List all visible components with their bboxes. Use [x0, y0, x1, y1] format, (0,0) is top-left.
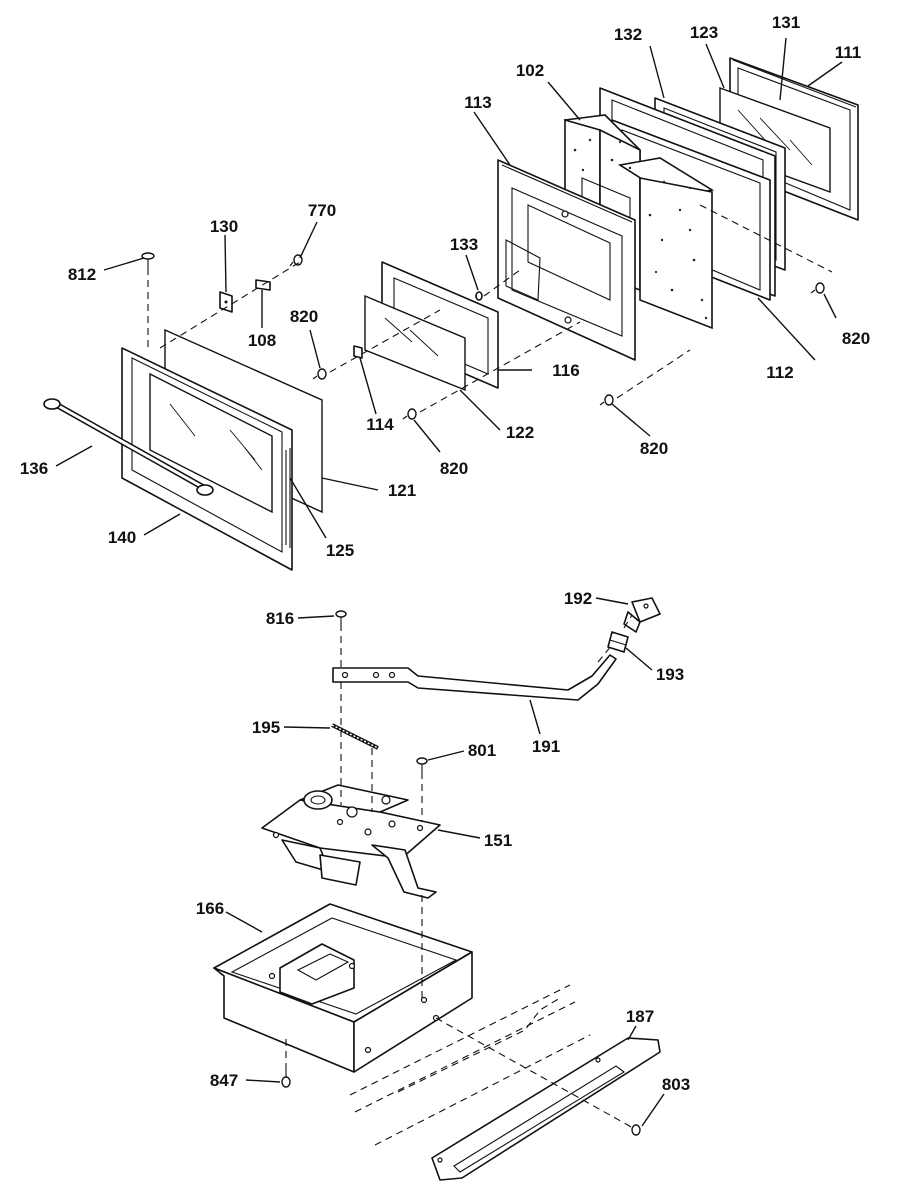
callout-195: 195: [252, 718, 280, 737]
part-195-spring-pin: [331, 723, 379, 750]
screw-812: [141, 252, 155, 268]
part-193-link: [607, 631, 629, 653]
screw-816: [335, 610, 347, 624]
screw-820-center: [402, 408, 417, 420]
callout-114: 114: [366, 415, 394, 434]
callout-187: 187: [626, 1007, 654, 1026]
assembly-lines-middle: [340, 614, 633, 822]
callout-770: 770: [308, 201, 336, 220]
callout-labels: 111 131 123 132 102 113 770 130 812 133 …: [20, 13, 870, 1094]
callout-130: 130: [210, 217, 238, 236]
callout-111: 111: [835, 43, 862, 62]
callout-113: 113: [464, 93, 491, 112]
callout-820-left: 820: [290, 307, 318, 326]
callout-125: 125: [326, 541, 354, 560]
callout-847: 847: [210, 1071, 238, 1090]
callout-112: 112: [766, 363, 793, 382]
callout-123: 123: [690, 23, 718, 42]
part-130-hinge-bracket: [219, 291, 233, 313]
phantom-body-lines: [349, 984, 591, 1146]
part-140-door-front: [121, 347, 293, 571]
callout-151: 151: [484, 831, 512, 850]
part-191-latch-arm: [332, 654, 617, 701]
assembly-lines-lower: [285, 895, 627, 1125]
callout-102: 102: [516, 61, 544, 80]
callout-116: 116: [552, 361, 579, 380]
callout-193: 193: [656, 665, 684, 684]
part-114-bracket: [353, 345, 363, 359]
part-166-tray: [213, 903, 473, 1073]
part-122-window-glass: [364, 294, 466, 392]
callout-132: 132: [614, 25, 642, 44]
callout-812: 812: [68, 265, 96, 284]
part-151-latch-mechanism: [261, 784, 441, 899]
callout-121: 121: [388, 481, 416, 500]
part-192-cap: [623, 597, 661, 633]
callout-166: 166: [196, 899, 224, 918]
leader-lines: [55, 37, 843, 1127]
screw-820-left: [312, 368, 327, 380]
screw-803: [625, 1123, 641, 1136]
callout-140: 140: [108, 528, 136, 547]
assembly-lines-top: [147, 204, 833, 413]
callout-131: 131: [772, 13, 800, 32]
screw-847: [281, 1070, 291, 1088]
part-187-bottom-rail: [431, 1037, 661, 1181]
part-136-door-handle: [43, 398, 214, 496]
callout-803: 803: [662, 1075, 690, 1094]
screw-801: [416, 757, 428, 772]
callout-136: 136: [20, 459, 48, 478]
callout-820-lower-right: 820: [640, 439, 668, 458]
callout-122: 122: [506, 423, 534, 442]
screw-820-lower-right: [599, 394, 614, 406]
part-133-spacer: [475, 291, 483, 301]
part-113-inner-frame: [497, 159, 636, 361]
callout-108: 108: [248, 331, 276, 350]
callout-820-right: 820: [842, 329, 870, 348]
screw-820-right: [810, 282, 825, 294]
callout-192: 192: [564, 589, 592, 608]
callout-801: 801: [468, 741, 496, 760]
callout-133: 133: [450, 235, 478, 254]
callout-820-center: 820: [440, 459, 468, 478]
callout-816: 816: [266, 609, 294, 628]
callout-191: 191: [532, 737, 560, 756]
